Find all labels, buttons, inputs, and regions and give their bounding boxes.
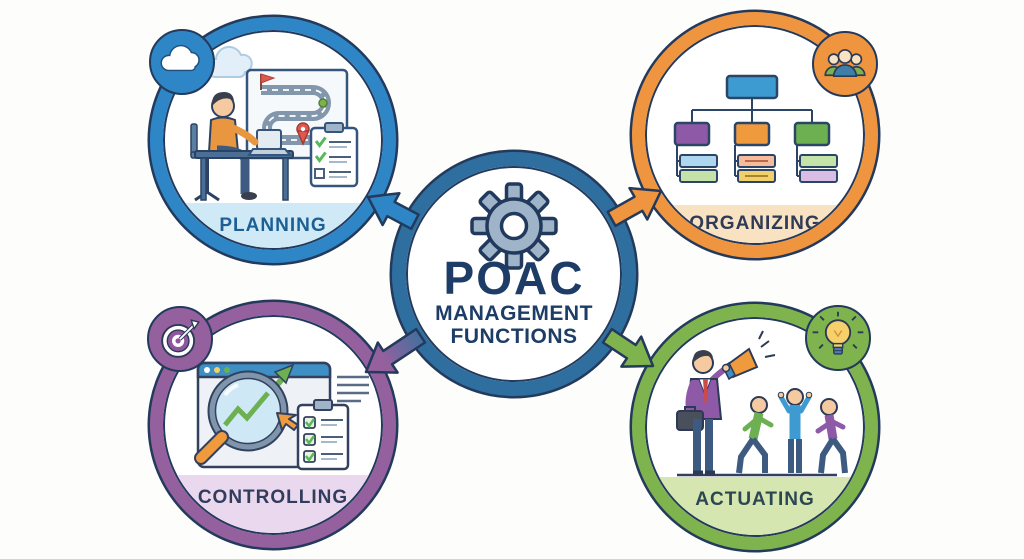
controlling-label: CONTROLLING [197,487,349,508]
actuating-label: ACTUATING [695,489,815,510]
planning-illustration [190,45,359,202]
actuating-illustration [676,330,848,477]
report-lines [333,371,375,407]
magnifier-icon [194,370,289,465]
organizing-label: ORGANIZING [689,213,821,234]
center-title-block: POAC MANAGEMENT FUNCTIONS [408,252,620,349]
target-icon [161,319,200,358]
center-circle: POAC MANAGEMENT FUNCTIONS [392,152,636,396]
functions-subtitle: FUNCTIONS [450,325,578,349]
poac-title: POAC [443,252,585,304]
controlling-illustration [194,361,375,471]
organizing-band: ORGANIZING [647,205,863,243]
organizing-circle-inner: ORGANIZING [647,27,863,243]
organizing-badge [812,31,878,97]
planning-label: PLANNING [219,214,327,236]
cloud-icon [160,44,200,72]
gear-icon [470,182,558,270]
people-icon [824,49,866,78]
planning-band: PLANNING [165,203,381,248]
team-figures [736,388,848,474]
planning-badge [149,29,215,95]
org-chart-boxes [673,74,831,147]
organizing-illustration [673,74,838,183]
actuating-band: ACTUATING [647,477,863,535]
org-chart-subboxes [679,154,838,183]
manager-figure [676,330,776,476]
center-circle-inner: POAC MANAGEMENT FUNCTIONS [408,168,620,380]
actuating-badge [805,305,871,371]
checklist [309,122,359,188]
management-subtitle: MANAGEMENT [435,302,593,326]
controlling-circle-inner: CONTROLLING [165,317,381,533]
sound-lines [758,330,776,358]
controlling-band: CONTROLLING [165,475,381,533]
controlling-badge [147,306,213,372]
cursor-icon [276,412,299,431]
checklist [296,399,350,471]
person-at-desk [190,92,294,202]
lightbulb-icon [812,311,864,355]
